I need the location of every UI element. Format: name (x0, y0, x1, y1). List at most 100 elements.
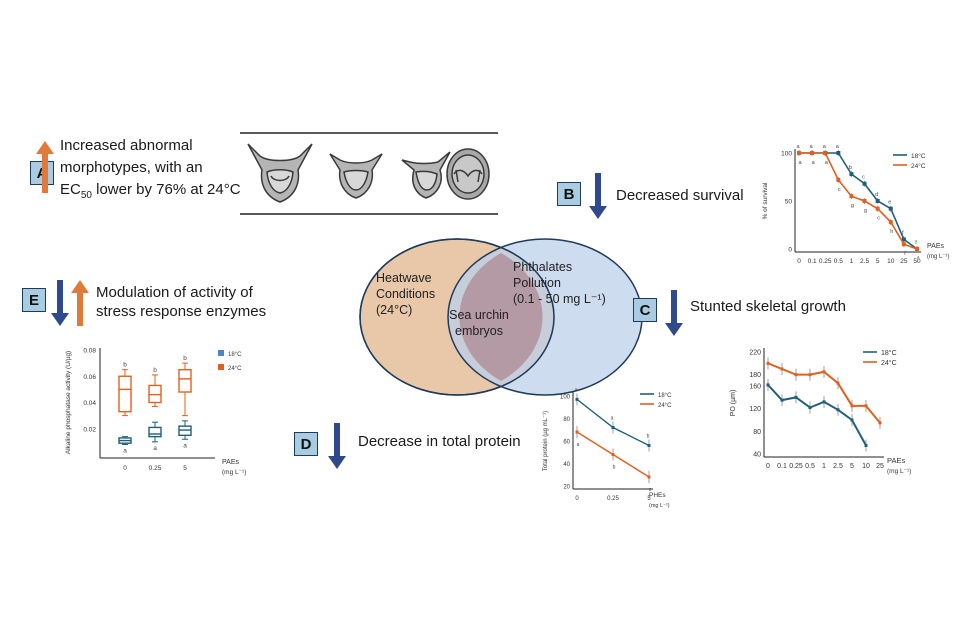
x-tick-label: 5 (647, 496, 651, 502)
y-axis-label: Total protein (µg mL⁻¹) (543, 411, 549, 471)
panel-e-letter: E (28, 291, 39, 309)
x-tick-label: 2.5 (860, 258, 869, 265)
significance-letter: b (613, 465, 616, 471)
panel-a-line2: morphotypes, with an (60, 159, 203, 176)
y-tick-label: 40 (563, 462, 570, 468)
data-point (780, 398, 784, 402)
y-tick-label: 80 (563, 417, 570, 423)
data-point (864, 404, 868, 408)
legend-label: 18°C (658, 393, 672, 399)
data-point (810, 151, 815, 155)
data-point (901, 237, 906, 242)
y-tick-label: 120 (749, 406, 761, 413)
y-tick-label: 220 (749, 350, 761, 357)
x-tick-label: 0 (797, 258, 801, 265)
data-point (875, 206, 880, 211)
significance-letter: f (915, 240, 917, 246)
legend-label: 24°C (228, 366, 242, 372)
x-axis-label: PHEs (649, 492, 666, 499)
significance-letter: f (904, 251, 906, 257)
legend-label: 18°C (911, 152, 926, 160)
panel-c-text: Stunted skeletal growth (690, 298, 846, 315)
x-axis-label: PAEs (887, 456, 905, 465)
x-tick-label: 0 (123, 465, 127, 472)
significance-letter: a (810, 145, 814, 150)
series-line-18c (799, 152, 918, 250)
data-point (822, 370, 826, 374)
x-tick-label: 0.25 (789, 463, 803, 470)
x-tick-label: 10 (887, 258, 895, 265)
panel-e-label: E (22, 288, 46, 312)
panel-c-label: C (633, 298, 657, 322)
down-arrow-icon (328, 423, 346, 469)
x-tick-label: 10 (862, 463, 870, 470)
significance-letter: g (851, 203, 854, 209)
x-tick-label: 0.1 (777, 463, 787, 470)
significance-letter: a (823, 145, 827, 150)
significance-letter: a (575, 387, 578, 393)
x-tick-label: 25 (900, 258, 908, 265)
data-point (822, 400, 826, 404)
y-tick-label: 50 (785, 199, 793, 206)
significance-letter: c (877, 216, 880, 222)
data-point (575, 397, 579, 401)
y-tick-label: 40 (753, 452, 761, 459)
down-arrow-icon (665, 290, 683, 336)
down-arrow-icon (589, 173, 607, 219)
x-tick-label: 25 (876, 463, 884, 470)
x-tick-label: 0.5 (805, 463, 815, 470)
data-point (780, 367, 784, 371)
pluteus-normal (247, 143, 313, 203)
data-point (647, 444, 651, 447)
x-tick-label: 0.1 (808, 258, 817, 265)
panel-a-line1: Increased abnormal (60, 137, 193, 154)
y-axis-label: % of survival (762, 182, 769, 219)
y-tick-label: 80 (753, 429, 761, 436)
legend-label: 18°C (881, 349, 897, 357)
x-axis-unit: (mg L⁻¹) (222, 469, 246, 476)
legend-label: 24°C (911, 162, 926, 170)
y-tick-label: 60 (563, 440, 570, 446)
legend-label: 24°C (881, 359, 897, 367)
legend-label: 24°C (658, 403, 672, 409)
y-tick-label: 160 (749, 384, 761, 391)
data-point (862, 181, 867, 186)
y-tick-label: 0.06 (83, 374, 96, 381)
data-point (862, 199, 867, 203)
x-tick-label: 0.5 (834, 258, 843, 265)
data-point (850, 418, 854, 422)
ec-rest: lower by 76% at 24°C (91, 181, 241, 198)
data-point (915, 247, 919, 251)
significance-letter: a (577, 442, 580, 448)
venn-left-line2: Conditions (376, 287, 436, 301)
y-axis-label: PO (µm) (730, 390, 737, 417)
significance-letter: b (183, 355, 187, 362)
significance-letter: c (838, 187, 841, 193)
data-point (794, 395, 798, 399)
box (178, 368, 192, 393)
y-tick-label: 0.08 (83, 348, 96, 355)
venn-right-line2: Pollution (513, 276, 561, 290)
x-tick-label: 0.25 (149, 465, 162, 472)
legend-swatch (218, 364, 224, 370)
x-tick-label: 5 (876, 258, 880, 265)
data-point (849, 194, 854, 199)
significance-letter: a (836, 145, 840, 150)
significance-letter: a (611, 416, 614, 422)
ec-text: EC (60, 181, 81, 198)
pluteus-abnormal-1 (329, 153, 383, 199)
venn-right-line3: (0.1 - 50 mg L⁻¹) (513, 292, 606, 306)
panel-d-text: Decrease in total protein (358, 433, 521, 450)
venn-left-line3: (24°C) (376, 303, 413, 317)
data-point (849, 172, 854, 177)
data-point (766, 361, 770, 365)
significance-letter: h (890, 229, 893, 235)
data-point (766, 383, 770, 387)
x-tick-label: 5 (183, 465, 187, 472)
y-tick-label: 100 (781, 151, 792, 158)
box (148, 426, 162, 438)
data-point (864, 444, 868, 447)
x-axis-unit: (mg L⁻¹) (927, 254, 950, 260)
data-point (875, 199, 880, 203)
